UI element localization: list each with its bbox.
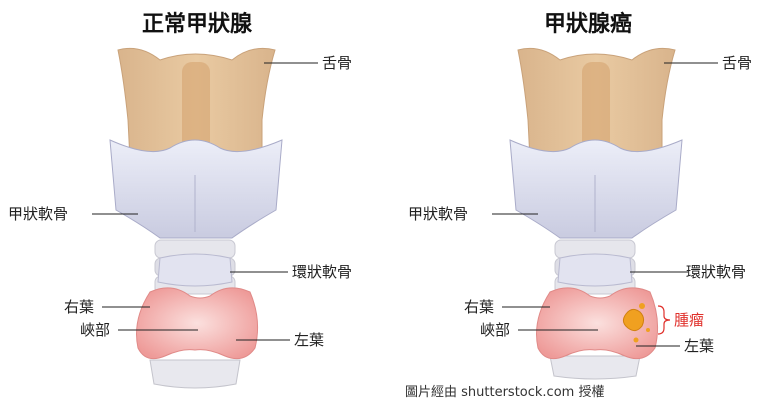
thyroid-cartilage bbox=[110, 140, 282, 238]
thyroid-gland bbox=[137, 288, 258, 359]
label-right-lobe: 右葉 bbox=[64, 298, 94, 316]
image-credit: 圖片經由 shutterstock.com 授權 bbox=[405, 381, 604, 400]
thyroid-cancer-panel: 甲狀腺癌 bbox=[380, 0, 759, 398]
label-hyoid: 舌骨 bbox=[722, 54, 752, 72]
thyroid-cartilage bbox=[510, 140, 682, 238]
cricoid-cartilage bbox=[558, 254, 632, 286]
label-thyroid-cartilage: 甲狀軟骨 bbox=[408, 205, 468, 223]
label-thyroid-cartilage: 甲狀軟骨 bbox=[8, 205, 68, 223]
label-tumor: 腫瘤 bbox=[674, 311, 704, 329]
normal-thyroid-panel: 正常甲狀腺 bbox=[0, 0, 380, 398]
label-cricoid-cartilage: 環狀軟骨 bbox=[292, 263, 352, 281]
cricoid-cartilage bbox=[158, 254, 232, 286]
label-hyoid: 舌骨 bbox=[322, 54, 352, 72]
label-left-lobe: 左葉 bbox=[294, 331, 324, 349]
label-right-lobe: 右葉 bbox=[464, 298, 494, 316]
label-left-lobe: 左葉 bbox=[684, 337, 714, 355]
label-cricoid-cartilage: 環狀軟骨 bbox=[686, 263, 746, 281]
label-isthmus: 峽部 bbox=[480, 321, 510, 339]
label-isthmus: 峽部 bbox=[80, 321, 110, 339]
